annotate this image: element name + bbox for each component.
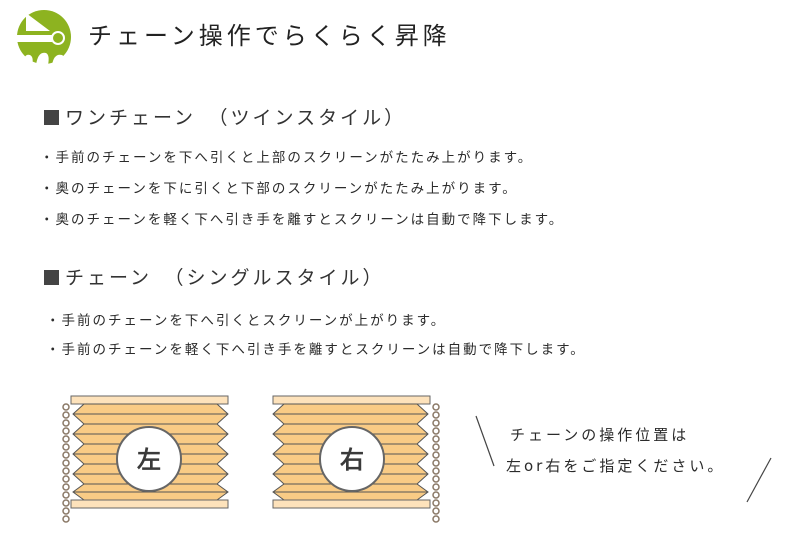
blind-diagram-right: 右 [272,395,440,523]
diagram-label-left: 左 [137,446,161,474]
page-title: チェーン操作でらくらく昇降 [88,22,451,50]
slash-left-icon [475,415,495,467]
chain-icon [62,403,70,523]
note-line-2: 左or右をご指定ください。 [506,457,726,475]
diagram-label-right: 右 [340,446,364,474]
blind-diagram-left: 左 [62,395,229,523]
single-bullet-2: ・手前のチェーンを軽く下へ引き手を離すとスクリーンは自動で降下します。 [46,342,586,358]
section-heading-twin: ワンチェーン （ツインスタイル） [44,105,406,131]
twin-bullet-2: ・奥のチェーンを下に引くと下部のスクリーンがたたみ上がります。 [40,181,518,197]
single-bullet-1: ・手前のチェーンを下へ引くとスクリーンが上がります。 [46,313,447,329]
note-line-1: チェーンの操作位置は [510,426,690,444]
twin-bullet-3: ・奥のチェーンを軽く下へ引き手を離すとスクリーンは自動で降下します。 [40,212,565,228]
label-circle [319,426,385,492]
brand-logo-icon [16,10,71,65]
chain-icon [432,403,440,523]
square-bullet-icon [44,110,59,125]
twin-bullet-1: ・手前のチェーンを下へ引くと上部のスクリーンがたたみ上がります。 [40,150,534,166]
section-heading-single: チェーン （シングルスタイル） [44,265,385,291]
label-circle [116,426,182,492]
square-bullet-icon [44,270,59,285]
slash-right-icon [746,457,772,503]
